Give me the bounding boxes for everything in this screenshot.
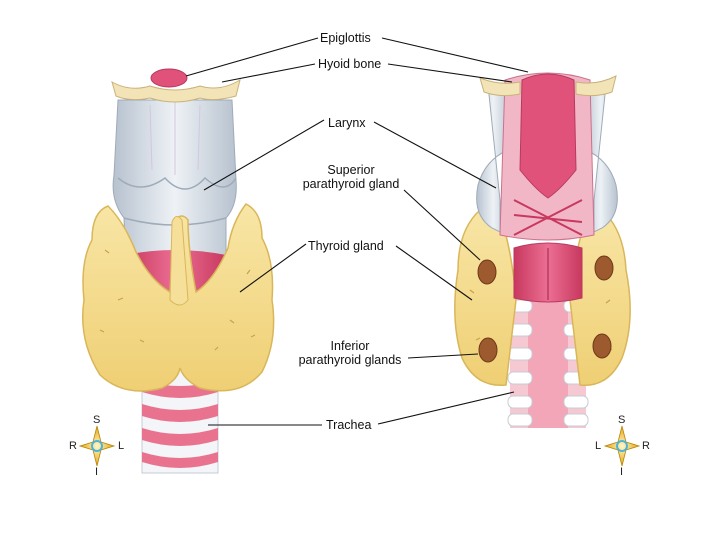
leader-epiglottis-left [185, 37, 319, 77]
parathyroid-glands-posterior [477, 255, 614, 363]
label-inferior-parathyroid-line2: parathyroid glands [298, 353, 402, 367]
thyroid-gland-posterior [454, 209, 631, 386]
hyoid-bone-posterior [479, 77, 521, 97]
leader-superior-parathyroid [403, 189, 481, 261]
larynx-posterior [476, 72, 618, 303]
leader-thyroid-right [395, 245, 473, 301]
trachea-posterior [507, 290, 589, 428]
leader-larynx-right [373, 121, 497, 189]
label-larynx: Larynx [328, 116, 366, 130]
leader-epiglottis-right [381, 37, 529, 73]
thyroid-gland-anterior [81, 203, 275, 392]
leader-thyroid-left [239, 243, 307, 293]
compass-left-bottom: I [95, 466, 99, 478]
label-inferior-parathyroid-line1: Inferior [330, 339, 370, 353]
posterior-view [454, 72, 631, 428]
anterior-view [81, 68, 275, 474]
epiglottis-anterior [150, 68, 188, 88]
label-superior-parathyroid-line1: Superior [327, 163, 375, 177]
compass-star-right [603, 425, 641, 467]
label-superior-parathyroid-line2: parathyroid gland [302, 177, 400, 191]
label-epiglottis: Epiglottis [320, 31, 371, 45]
compass-left-right: L [118, 440, 125, 452]
compass-star-left [78, 425, 116, 467]
hyoid-bone-anterior [111, 78, 241, 103]
leader-hyoid-left [221, 63, 316, 83]
compass-left-top: S [93, 414, 101, 426]
compass-right-right: R [642, 440, 650, 452]
leader-inferior-parathyroid [407, 353, 479, 359]
label-superior-parathyroid: Superior parathyroid gland [296, 163, 406, 191]
label-inferior-parathyroid: Inferior parathyroid glands [292, 339, 408, 367]
compass-right-bottom: I [620, 466, 624, 478]
leader-trachea-right [377, 391, 515, 425]
leader-hyoid-right [387, 63, 513, 83]
leader-lines [185, 37, 529, 426]
hyoid-bone-posterior-right [575, 75, 617, 97]
compass-right-top: S [618, 414, 626, 426]
compass-left-left: R [69, 440, 77, 452]
compass-right-left: L [595, 440, 602, 452]
leader-larynx-left [203, 119, 325, 191]
label-thyroid-gland: Thyroid gland [308, 239, 384, 253]
label-hyoid-bone: Hyoid bone [318, 57, 382, 71]
label-trachea: Trachea [326, 418, 372, 432]
